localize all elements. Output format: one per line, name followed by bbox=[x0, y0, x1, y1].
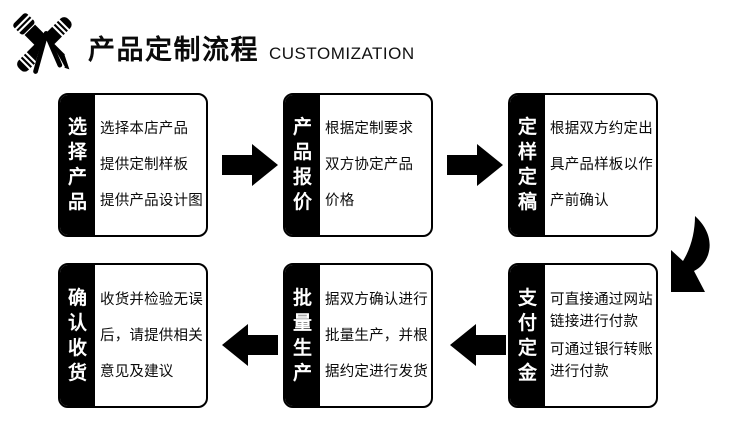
step-pay-deposit: 支付定金 可直接通过网站 链接进行付款 可通过银行转账 进行付款 bbox=[508, 263, 658, 408]
desc-line: 价格 bbox=[325, 193, 355, 209]
step-label-bar: 选择产品 bbox=[60, 95, 95, 235]
desc-line: 根据双方约定出 bbox=[550, 121, 653, 137]
step-product-quote: 产品报价 根据定制要求 双方协定产品 价格 bbox=[283, 93, 433, 237]
desc-line: 双方协定产品 bbox=[325, 157, 414, 173]
step-title: 选择产品 bbox=[68, 117, 88, 213]
step-label-bar: 批量生产 bbox=[285, 265, 320, 406]
step-title: 支付定金 bbox=[518, 287, 538, 384]
desc-line: 进行付款 bbox=[550, 363, 609, 380]
step-title: 定样定稿 bbox=[518, 117, 538, 213]
desc-line: 提供产品设计图 bbox=[100, 193, 203, 209]
desc-line: 提供定制样板 bbox=[100, 157, 189, 173]
right-arrow-icon bbox=[222, 144, 278, 186]
step-description: 根据双方约定出 具产品样板以作 产前确认 bbox=[545, 95, 656, 235]
step-select-product: 选择产品 选择本店产品 提供定制样板 提供产品设计图 bbox=[58, 93, 208, 237]
curve-down-left-arrow-icon bbox=[671, 216, 710, 292]
right-arrow-icon bbox=[447, 144, 503, 186]
step-confirm-receipt: 确认收货 收货并检验无误 后，请提供相关 意见及建议 bbox=[58, 263, 208, 408]
desc-line: 产前确认 bbox=[550, 193, 609, 209]
page-title: 产品定制流程 bbox=[88, 35, 259, 65]
desc-line: 链接进行付款 bbox=[550, 313, 639, 330]
desc-line: 选择本店产品 bbox=[100, 121, 189, 137]
desc-line: 根据定制要求 bbox=[325, 121, 414, 137]
step-description: 可直接通过网站 链接进行付款 可通过银行转账 进行付款 bbox=[545, 265, 656, 406]
desc-line: 据双方确认进行 bbox=[325, 291, 428, 308]
step-sample-approval: 定样定稿 根据双方约定出 具产品样板以作 产前确认 bbox=[508, 93, 658, 237]
desc-line: 意见及建议 bbox=[100, 363, 174, 380]
step-title: 产品报价 bbox=[293, 117, 313, 213]
step-label-bar: 确认收货 bbox=[60, 265, 95, 406]
step-description: 据双方确认进行 批量生产，并根 据约定进行发货 bbox=[320, 265, 431, 406]
desc-line: 批量生产，并根 bbox=[325, 327, 428, 344]
desc-line: 具产品样板以作 bbox=[550, 157, 653, 173]
step-label-bar: 产品报价 bbox=[285, 95, 320, 235]
pen-and-compass-logo-icon bbox=[13, 13, 72, 76]
page-subtitle: CUSTOMIZATION bbox=[269, 44, 415, 63]
step-description: 收货并检验无误 后，请提供相关 意见及建议 bbox=[95, 265, 206, 406]
desc-line: 后，请提供相关 bbox=[100, 327, 203, 344]
desc-line: 据约定进行发货 bbox=[325, 363, 428, 380]
header: 产品定制流程 CUSTOMIZATION bbox=[0, 0, 750, 88]
desc-line: 可直接通过网站 bbox=[550, 291, 653, 308]
step-description: 根据定制要求 双方协定产品 价格 bbox=[320, 95, 431, 235]
step-mass-production: 批量生产 据双方确认进行 批量生产，并根 据约定进行发货 bbox=[283, 263, 433, 408]
title-group: 产品定制流程 CUSTOMIZATION bbox=[88, 28, 415, 67]
step-description: 选择本店产品 提供定制样板 提供产品设计图 bbox=[95, 95, 206, 235]
left-arrow-icon bbox=[222, 324, 278, 366]
step-label-bar: 定样定稿 bbox=[510, 95, 545, 235]
left-arrow-icon bbox=[450, 324, 506, 366]
desc-line: 可通过银行转账 bbox=[550, 341, 653, 358]
desc-line: 收货并检验无误 bbox=[100, 291, 203, 308]
step-label-bar: 支付定金 bbox=[510, 265, 545, 406]
step-title: 确认收货 bbox=[68, 287, 88, 384]
step-title: 批量生产 bbox=[293, 287, 313, 384]
